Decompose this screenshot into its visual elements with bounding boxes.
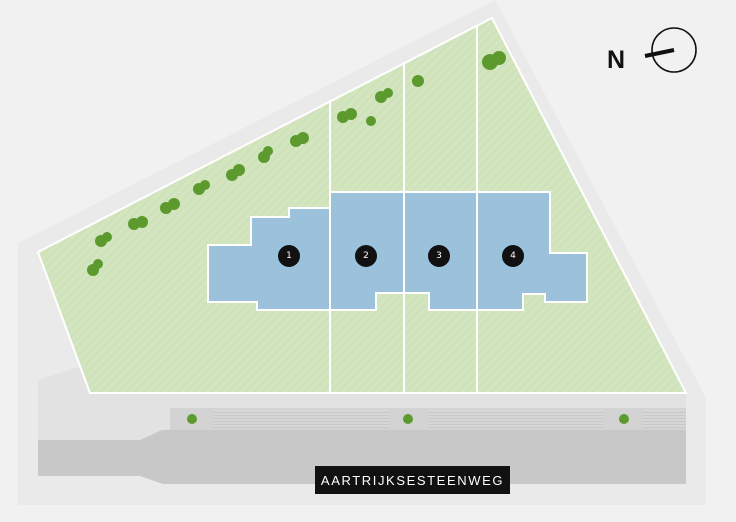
tree-icon xyxy=(87,259,103,276)
unit-badge-1[interactable]: 1 xyxy=(278,245,300,267)
tree-icon xyxy=(482,51,506,70)
unit-number: 3 xyxy=(436,251,442,261)
parking-area xyxy=(428,410,604,428)
tree-icon xyxy=(128,216,148,230)
tree-icon xyxy=(403,414,413,424)
tree-icon xyxy=(375,88,393,103)
unit-badge-2[interactable]: 2 xyxy=(355,245,377,267)
tree-icon xyxy=(160,198,180,214)
tree-icon xyxy=(258,146,273,163)
unit-number: 2 xyxy=(363,251,369,261)
unit-number: 4 xyxy=(510,251,516,261)
parking-area xyxy=(642,410,686,428)
street-name-label: AARTRIJKSESTEENWEG xyxy=(315,466,510,494)
tree-icon xyxy=(95,232,112,247)
tree-icon xyxy=(619,414,629,424)
unit-badge-4[interactable]: 4 xyxy=(502,245,524,267)
compass-icon xyxy=(644,27,697,73)
tree-icon xyxy=(412,75,424,87)
trees xyxy=(87,51,629,424)
unit-number: 1 xyxy=(286,251,292,261)
tree-icon xyxy=(187,414,197,424)
tree-icon xyxy=(290,132,309,147)
north-label: N xyxy=(607,46,626,74)
tree-icon xyxy=(193,180,210,195)
unit-4-building[interactable] xyxy=(476,191,588,311)
parking-area xyxy=(214,410,390,428)
tree-icon xyxy=(226,164,245,181)
tree-icon xyxy=(366,116,376,126)
tree-icon xyxy=(337,108,357,123)
unit-badge-3[interactable]: 3 xyxy=(428,245,450,267)
